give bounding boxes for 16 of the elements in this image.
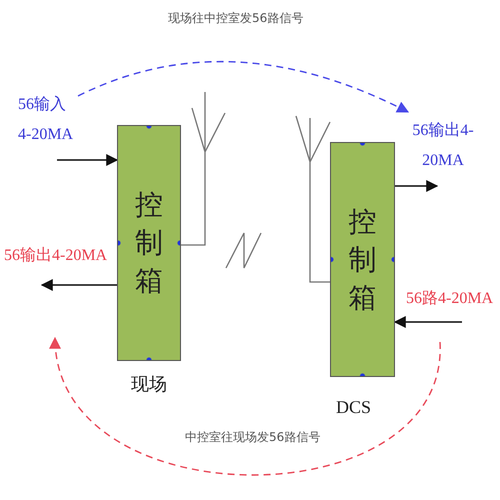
arrow [78, 61, 410, 113]
arrow [395, 180, 438, 192]
signal-label: 56输出4-20MA [410, 116, 476, 176]
edge-label: 现场往中控室发56路信号 [168, 10, 304, 27]
arrow [57, 154, 118, 166]
control-box: 控制箱 [330, 142, 395, 377]
signal-label: 56路4-20MA [406, 284, 500, 314]
arrow [51, 336, 441, 476]
arrow [394, 316, 462, 328]
signal-label: 56输入 4-20MA [18, 90, 80, 150]
arrow [40, 279, 117, 291]
caption-text: DCS [336, 397, 372, 418]
edge-label: 中控室往现场发56路信号 [185, 429, 320, 446]
control-box: 控制箱 [117, 125, 181, 361]
caption-text: 现场 [131, 373, 167, 396]
signal-label: 56输出4-20MA [4, 241, 114, 271]
